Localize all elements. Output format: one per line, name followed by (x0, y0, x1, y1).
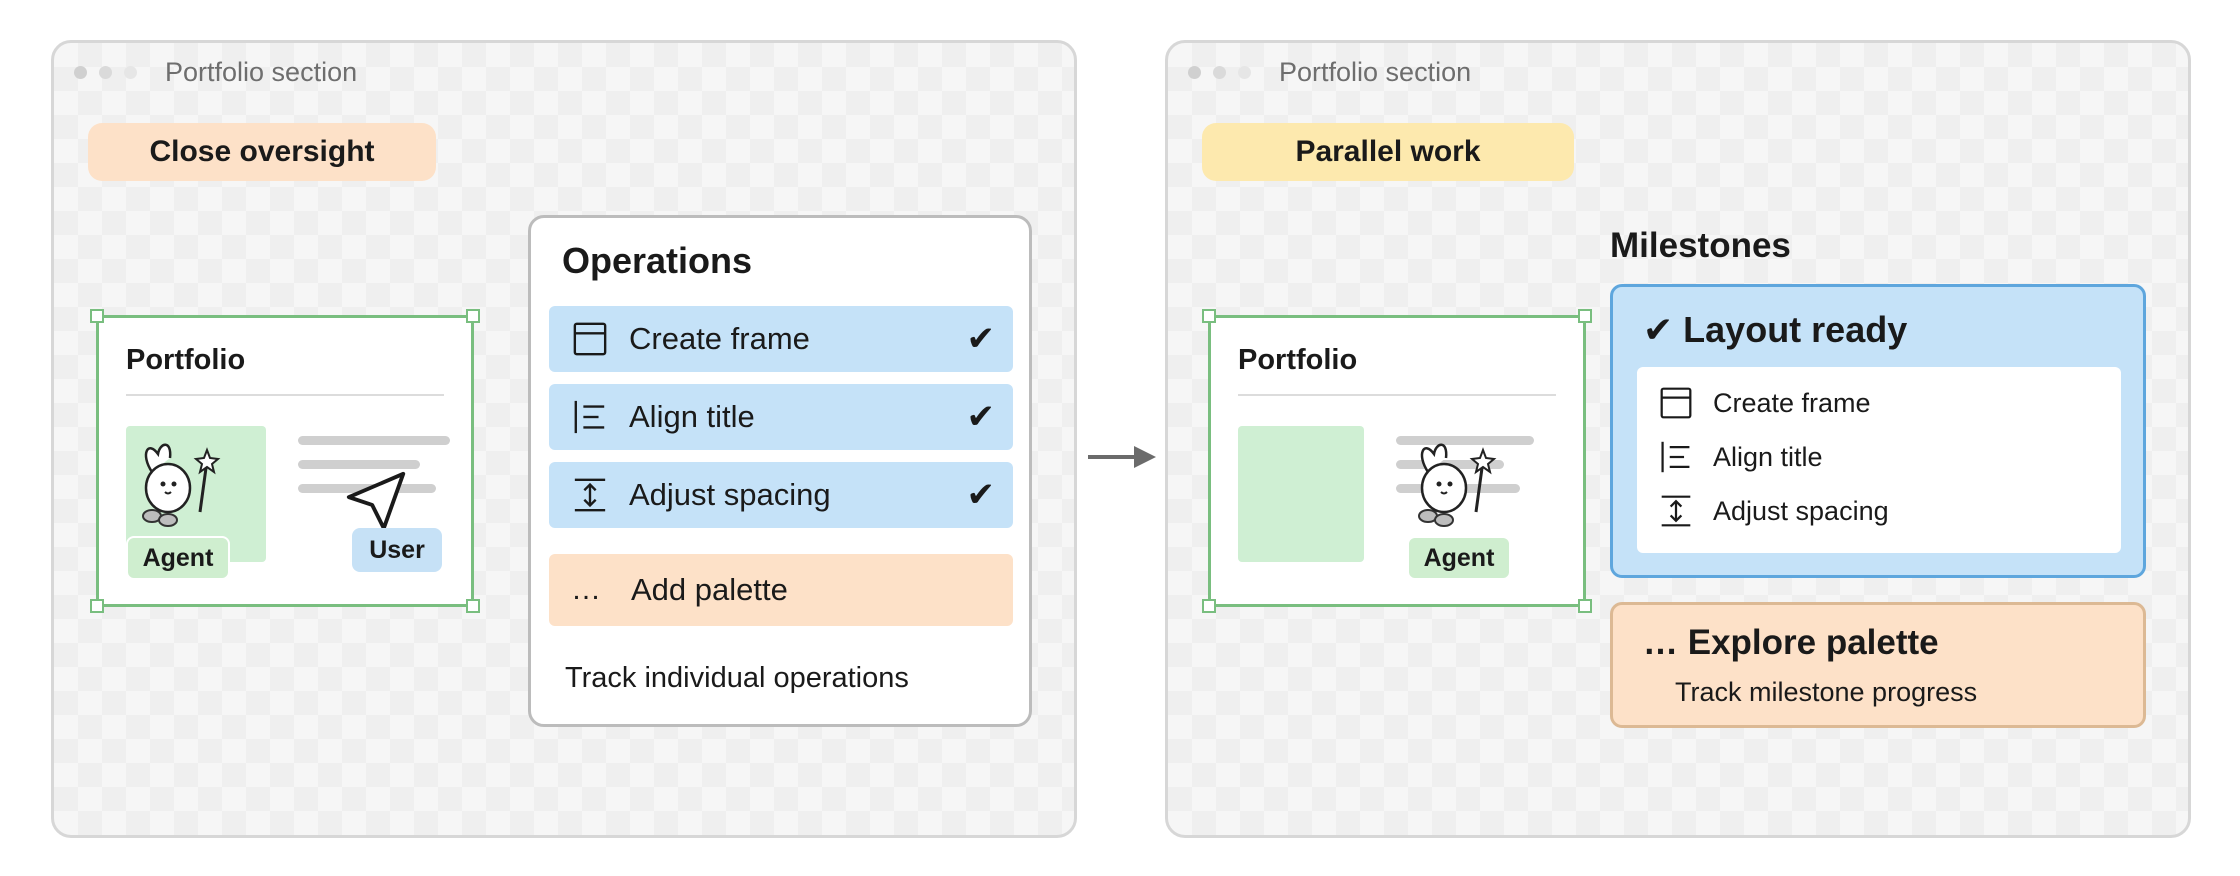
resize-handle-top-right[interactable] (466, 309, 480, 323)
text-placeholder-line (298, 460, 420, 469)
ellipsis-icon: … (571, 573, 601, 606)
milestone-completed-card[interactable]: ✔ Layout ready Create frame Align title … (1610, 284, 2146, 578)
operation-item[interactable]: Align title ✔ (549, 384, 1013, 450)
operations-panel: Operations Create frame ✔ Align title ✔ … (528, 215, 1032, 727)
operation-item[interactable]: Create frame ✔ (549, 306, 1013, 372)
milestone-caption: Track milestone progress (1675, 677, 1978, 707)
operation-label: Add palette (631, 572, 788, 607)
milestone-pending-card[interactable]: … Explore palette Track milestone progre… (1610, 602, 2146, 728)
spacing-icon (571, 476, 609, 514)
align-left-icon (1657, 438, 1695, 476)
operation-item[interactable]: Adjust spacing ✔ (549, 462, 1013, 528)
text-placeholder-line (1396, 436, 1534, 445)
text-placeholder-line (298, 436, 450, 445)
milestone-operation-label: Align title (1713, 441, 1823, 472)
resize-handle-top-left[interactable] (1202, 309, 1216, 323)
window-dot-maximize[interactable] (124, 66, 137, 79)
window-dot-maximize[interactable] (1238, 66, 1251, 79)
operation-label: Create frame (629, 321, 810, 356)
window-dot-close[interactable] (1188, 66, 1201, 79)
frame-divider (1238, 394, 1556, 396)
resize-handle-bottom-left[interactable] (1202, 599, 1216, 613)
milestone-operation-label: Create frame (1713, 387, 1871, 418)
mode-label-parallel-work: Parallel work (1202, 123, 1574, 181)
frame-title: Portfolio (126, 344, 246, 376)
operation-label: Adjust spacing (629, 477, 831, 512)
frame-title: Portfolio (1238, 344, 1358, 376)
window-title: Portfolio section (1279, 57, 1472, 87)
resize-handle-bottom-right[interactable] (1578, 599, 1592, 613)
agent-tag: Agent (126, 536, 230, 580)
resize-handle-bottom-right[interactable] (466, 599, 480, 613)
portfolio-frame-selected[interactable]: Portfolio Agent (1202, 309, 1592, 613)
frame-icon (571, 320, 609, 358)
agent-bunny-icon (1418, 443, 1497, 527)
user-tag: User (352, 528, 442, 572)
milestone-title: ✔ Layout ready (1643, 309, 1908, 350)
check-icon: ✔ (966, 398, 996, 436)
mode-label-close-oversight: Close oversight (88, 123, 436, 181)
spacing-icon (1657, 492, 1695, 530)
user-cursor-icon (346, 471, 406, 531)
operations-caption: Track individual operations (565, 662, 909, 694)
frame-divider (126, 394, 444, 396)
agent-bunny-icon (142, 443, 221, 527)
transition-arrow-icon (1088, 446, 1156, 468)
check-icon: ✔ (966, 320, 996, 358)
operations-title: Operations (562, 240, 753, 281)
portfolio-frame-selected[interactable]: Portfolio Agent User (90, 309, 480, 613)
resize-handle-bottom-left[interactable] (90, 599, 104, 613)
check-icon: ✔ (966, 476, 996, 514)
operation-label: Align title (629, 399, 755, 434)
align-left-icon (571, 398, 609, 436)
frame-icon (1657, 384, 1695, 422)
milestone-operation-item: Align title (1657, 435, 1823, 479)
milestone-operations-list: Create frame Align title Adjust spacing (1637, 367, 2121, 553)
window-titlebar: Portfolio section (1188, 57, 1471, 88)
window-title: Portfolio section (165, 57, 358, 87)
milestone-operation-item: Adjust spacing (1657, 489, 1889, 533)
operation-item-pending[interactable]: … Add palette (549, 554, 1013, 626)
milestone-title: … Explore palette (1643, 623, 1939, 662)
milestones-heading: Milestones (1610, 226, 1791, 265)
milestone-operation-item: Create frame (1657, 381, 1871, 425)
window-dot-minimize[interactable] (99, 66, 112, 79)
window-titlebar: Portfolio section (74, 57, 357, 88)
window-dot-close[interactable] (74, 66, 87, 79)
image-placeholder (1238, 426, 1364, 562)
window-dot-minimize[interactable] (1213, 66, 1226, 79)
left-window: Portfolio section Close oversight Portfo… (51, 40, 1077, 838)
milestone-operation-label: Adjust spacing (1713, 495, 1889, 526)
resize-handle-top-right[interactable] (1578, 309, 1592, 323)
agent-tag: Agent (1407, 536, 1511, 580)
resize-handle-top-left[interactable] (90, 309, 104, 323)
